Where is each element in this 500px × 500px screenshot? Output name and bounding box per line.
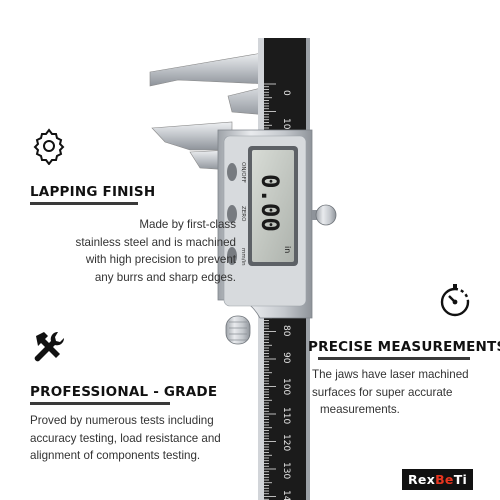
scale-label: 100 bbox=[281, 378, 291, 395]
brand-prefix: Rex bbox=[408, 472, 436, 487]
precise-measurements-title: PRECISE MEASUREMENTS bbox=[308, 339, 500, 355]
text-line: stainless steel and is machined bbox=[75, 235, 236, 249]
scale-labels: 0 10 80 90 100 110 120 130 140 bbox=[281, 90, 291, 500]
text-line: surfaces for super accurate bbox=[312, 385, 453, 399]
stopwatch-icon bbox=[436, 282, 474, 320]
professional-grade-underline bbox=[30, 402, 170, 405]
lock-screw bbox=[312, 204, 337, 226]
button-label: ZERO bbox=[240, 206, 246, 222]
text-line: accuracy testing, load resistance and bbox=[30, 431, 221, 445]
scale-label: 0 bbox=[281, 90, 291, 96]
lcd-unit: in bbox=[283, 246, 292, 253]
gear-icon bbox=[30, 127, 68, 166]
professional-grade-text: Proved by numerous tests including accur… bbox=[30, 412, 270, 465]
upper-jaw-fixed bbox=[149, 51, 269, 87]
hammer-wrench-icon bbox=[30, 328, 68, 366]
unit-button bbox=[227, 247, 237, 265]
text-line: alignment of components testing. bbox=[30, 449, 201, 462]
scale-label: 120 bbox=[281, 434, 291, 451]
lcd-reading: 0.00 bbox=[256, 174, 284, 232]
text-line: Proved by numerous tests including bbox=[30, 414, 214, 427]
scale-label: 90 bbox=[281, 352, 291, 364]
brand-accent: Be bbox=[435, 472, 454, 487]
zero-button bbox=[227, 205, 237, 223]
slider-buttons bbox=[227, 163, 237, 265]
button-label: mm/in bbox=[240, 248, 246, 266]
lcd-screen bbox=[252, 150, 294, 262]
thumb-wheel bbox=[225, 315, 251, 345]
brand-logo: RexBeTi bbox=[402, 469, 474, 490]
professional-grade-title: PROFESSIONAL - GRADE bbox=[30, 384, 218, 400]
scale-label: 110 bbox=[281, 407, 291, 424]
lapping-finish-text: Made by first-class stainless steel and … bbox=[36, 216, 236, 286]
text-line: measurements. bbox=[320, 403, 400, 416]
precise-measurements-underline bbox=[318, 357, 470, 360]
scale-label: 80 bbox=[281, 325, 291, 337]
precise-measurements-text: The jaws have laser machined surfaces fo… bbox=[312, 366, 492, 419]
scale-label: 130 bbox=[281, 462, 291, 479]
text-line: with high precision to prevent bbox=[85, 253, 236, 266]
lapping-finish-title: LAPPING FINISH bbox=[30, 184, 156, 200]
text-line: any burrs and sharp edges. bbox=[94, 270, 236, 284]
lower-jaw-fixed bbox=[151, 121, 233, 151]
text-line: Made by first-class bbox=[139, 218, 236, 231]
brand-suffix: Ti bbox=[453, 472, 468, 487]
on-off-button bbox=[227, 163, 237, 181]
scale-label: 140 bbox=[281, 490, 291, 500]
button-label: ON/OFF bbox=[240, 162, 246, 183]
scale-label: 10 bbox=[281, 118, 291, 130]
lapping-finish-underline bbox=[30, 202, 138, 205]
text-line: The jaws have laser machined bbox=[312, 368, 469, 381]
